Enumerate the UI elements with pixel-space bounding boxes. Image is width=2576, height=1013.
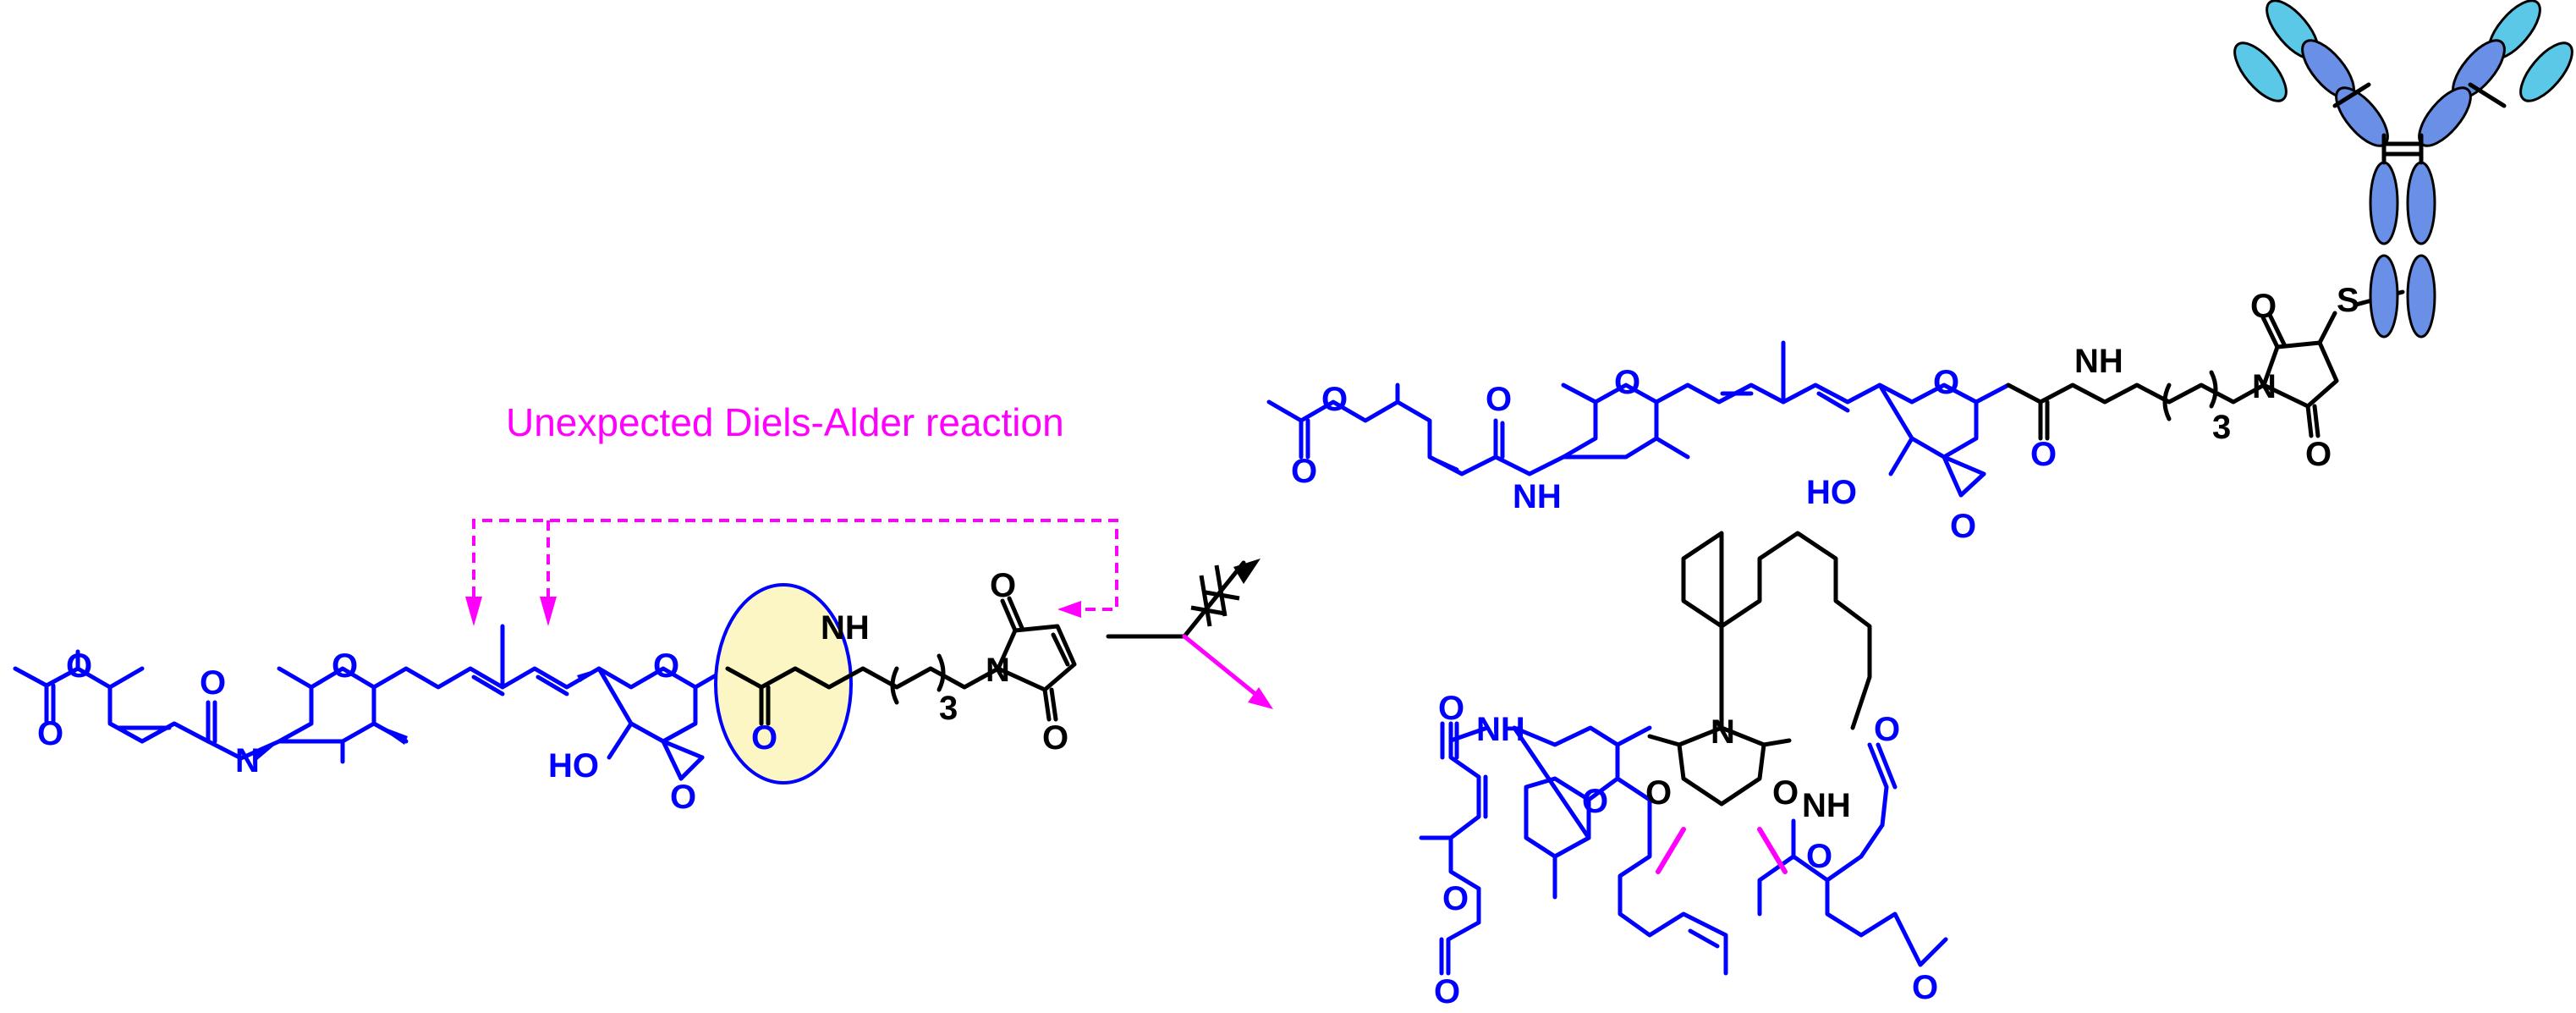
arrowhead-icon	[465, 597, 482, 626]
atom-label: O	[1614, 364, 1640, 401]
repeat-subscript: 3	[939, 690, 958, 727]
caption-text: Unexpected Diels-Alder reaction	[506, 400, 1064, 444]
reaction-arrow-icon	[1248, 687, 1273, 709]
starting-maleimide-conjugate	[13, 583, 1077, 785]
atom-label: O	[1950, 508, 1976, 545]
wedge-bond	[254, 741, 279, 760]
atom-label: O	[1582, 783, 1608, 820]
amide-highlight	[714, 583, 853, 785]
atom-labels-macrocycle: O NH O O O O O O NH N O O	[1434, 690, 1938, 1010]
atom-label: O	[1321, 381, 1348, 418]
atom-label: N	[235, 742, 260, 779]
atom-label: NH	[821, 609, 870, 647]
arrowhead-icon	[1233, 559, 1261, 584]
repeat-subscript: 3	[2212, 409, 2231, 446]
diels-alder-macrocycle	[1419, 531, 1948, 976]
blocked-reaction-arrow-icon	[1190, 564, 1240, 627]
atom-label: N	[1711, 713, 1735, 751]
arrowhead-icon	[540, 597, 557, 626]
atom-label: O	[1933, 364, 1959, 401]
wedge-bond	[577, 669, 599, 682]
atom-labels-left: O O O N O O HO O O NH 3 N O O	[37, 567, 1068, 816]
reaction-arrows	[1106, 560, 1263, 701]
atom-label: O	[1912, 969, 1938, 1006]
atom-label: O	[66, 647, 92, 685]
antibody-drug-conjugate	[1266, 0, 2573, 498]
atom-label: O	[1291, 453, 1317, 490]
atom-label: O	[1442, 880, 1469, 917]
maytansinoid-drug-right	[1266, 340, 2011, 498]
linker-right	[2006, 289, 2405, 441]
antibody-icon	[2233, 0, 2573, 339]
atom-label: O	[1874, 711, 1900, 748]
atom-label: O	[1042, 719, 1068, 757]
arrowhead-icon	[1057, 601, 1081, 618]
linker-left	[725, 596, 1077, 726]
atom-label: O	[2250, 288, 2277, 325]
atom-label: S	[2337, 282, 2359, 319]
atom-label: O	[1806, 838, 1832, 875]
atom-label: O	[332, 647, 358, 685]
atom-label: N	[2252, 368, 2277, 405]
atom-label: O	[751, 719, 777, 757]
atom-label: N	[986, 652, 1010, 689]
atom-label: O	[1486, 381, 1512, 418]
atom-label: O	[670, 779, 696, 816]
maytansinoid-drug-left	[13, 624, 730, 781]
diels-alder-dashed-arrows	[472, 519, 1118, 611]
atom-label: O	[653, 647, 679, 685]
atom-label: NH	[2074, 343, 2123, 380]
atom-label: O	[1434, 973, 1460, 1010]
atom-label: O	[990, 567, 1016, 604]
wedge-bond	[374, 724, 408, 745]
atom-label: HO	[548, 747, 599, 785]
atom-label: O	[200, 664, 226, 702]
atom-label: HO	[1806, 474, 1857, 511]
atom-label: O	[1645, 774, 1672, 812]
atom-label: NH	[1476, 711, 1525, 748]
atom-label: O	[1438, 690, 1464, 727]
atom-label: NH	[1802, 787, 1851, 824]
atom-label: NH	[1513, 478, 1562, 515]
atom-label: O	[37, 715, 63, 752]
atom-label: O	[1772, 774, 1799, 812]
atom-label: O	[2305, 436, 2332, 473]
atom-label: O	[2030, 436, 2057, 473]
atom-labels-right: O O O NH O O HO O O NH 3 N O O S	[1291, 282, 2359, 545]
